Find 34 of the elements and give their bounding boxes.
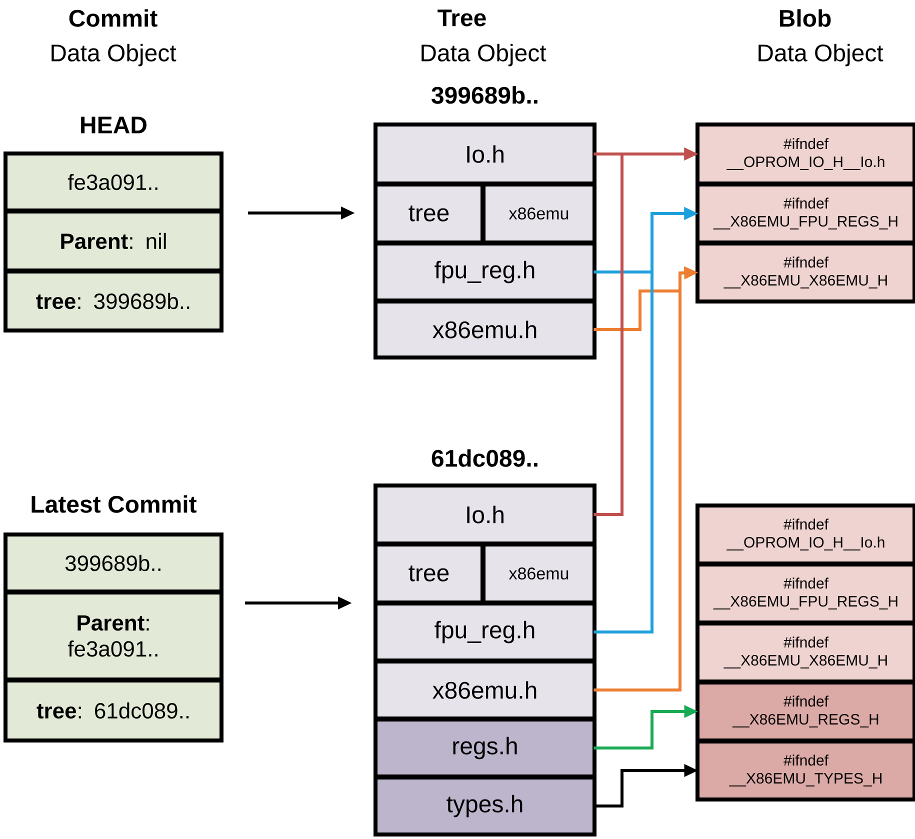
tree-entry: x86emu bbox=[483, 184, 595, 243]
column-title: Tree bbox=[438, 10, 486, 26]
commit-field: fe3a091.. bbox=[5, 153, 222, 211]
blob-content: #ifndef __OPROM_IO_H__Io.h bbox=[697, 124, 915, 184]
column-subtitle: Data Object bbox=[758, 44, 884, 66]
commit-field: Parent: fe3a091.. bbox=[5, 592, 222, 680]
blob-content: #ifndef __X86EMU_TYPES_H bbox=[697, 741, 915, 800]
blob-content: #ifndef __X86EMU_X86EMU_H bbox=[697, 243, 915, 302]
tree-entry: x86emu.h bbox=[375, 661, 595, 719]
commit-heading: HEAD bbox=[81, 116, 146, 134]
tree-hash: 61dc089.. bbox=[432, 449, 538, 467]
commit-field: 399689b.. bbox=[5, 534, 222, 592]
blob-content: #ifndef __X86EMU_FPU_REGS_H bbox=[697, 564, 915, 623]
blob-content: #ifndef __OPROM_IO_H__Io.h bbox=[697, 505, 915, 564]
column-title: Commit bbox=[69, 9, 158, 27]
blob-group bbox=[696, 122, 915, 304]
blob-content: #ifndef __X86EMU_X86EMU_H bbox=[697, 623, 915, 682]
column-title: Blob bbox=[780, 9, 831, 27]
column-subtitle: Data Object bbox=[52, 44, 176, 66]
tree-entry: types.h bbox=[375, 777, 595, 835]
tree-entry: regs.h bbox=[375, 719, 595, 777]
commit-field: Parent: nil bbox=[5, 211, 222, 271]
tree-entry: x86emu.h bbox=[375, 301, 595, 358]
tree-entry: x86emu bbox=[483, 544, 595, 603]
blob-content: #ifndef __X86EMU_REGS_H bbox=[697, 682, 915, 741]
tree-hash: 399689b.. bbox=[432, 86, 538, 104]
commit-heading: Latest Commit bbox=[32, 495, 197, 513]
tree-entry: tree bbox=[375, 544, 483, 603]
blob-content: #ifndef __X86EMU_FPU_REGS_H bbox=[697, 184, 915, 243]
tree-entry: tree bbox=[375, 184, 483, 243]
column-subtitle: Data Object bbox=[422, 44, 546, 66]
blob-group bbox=[696, 504, 915, 802]
commit-field: tree: 399689b.. bbox=[5, 271, 222, 331]
commit-field: tree: 61dc089.. bbox=[5, 680, 222, 741]
